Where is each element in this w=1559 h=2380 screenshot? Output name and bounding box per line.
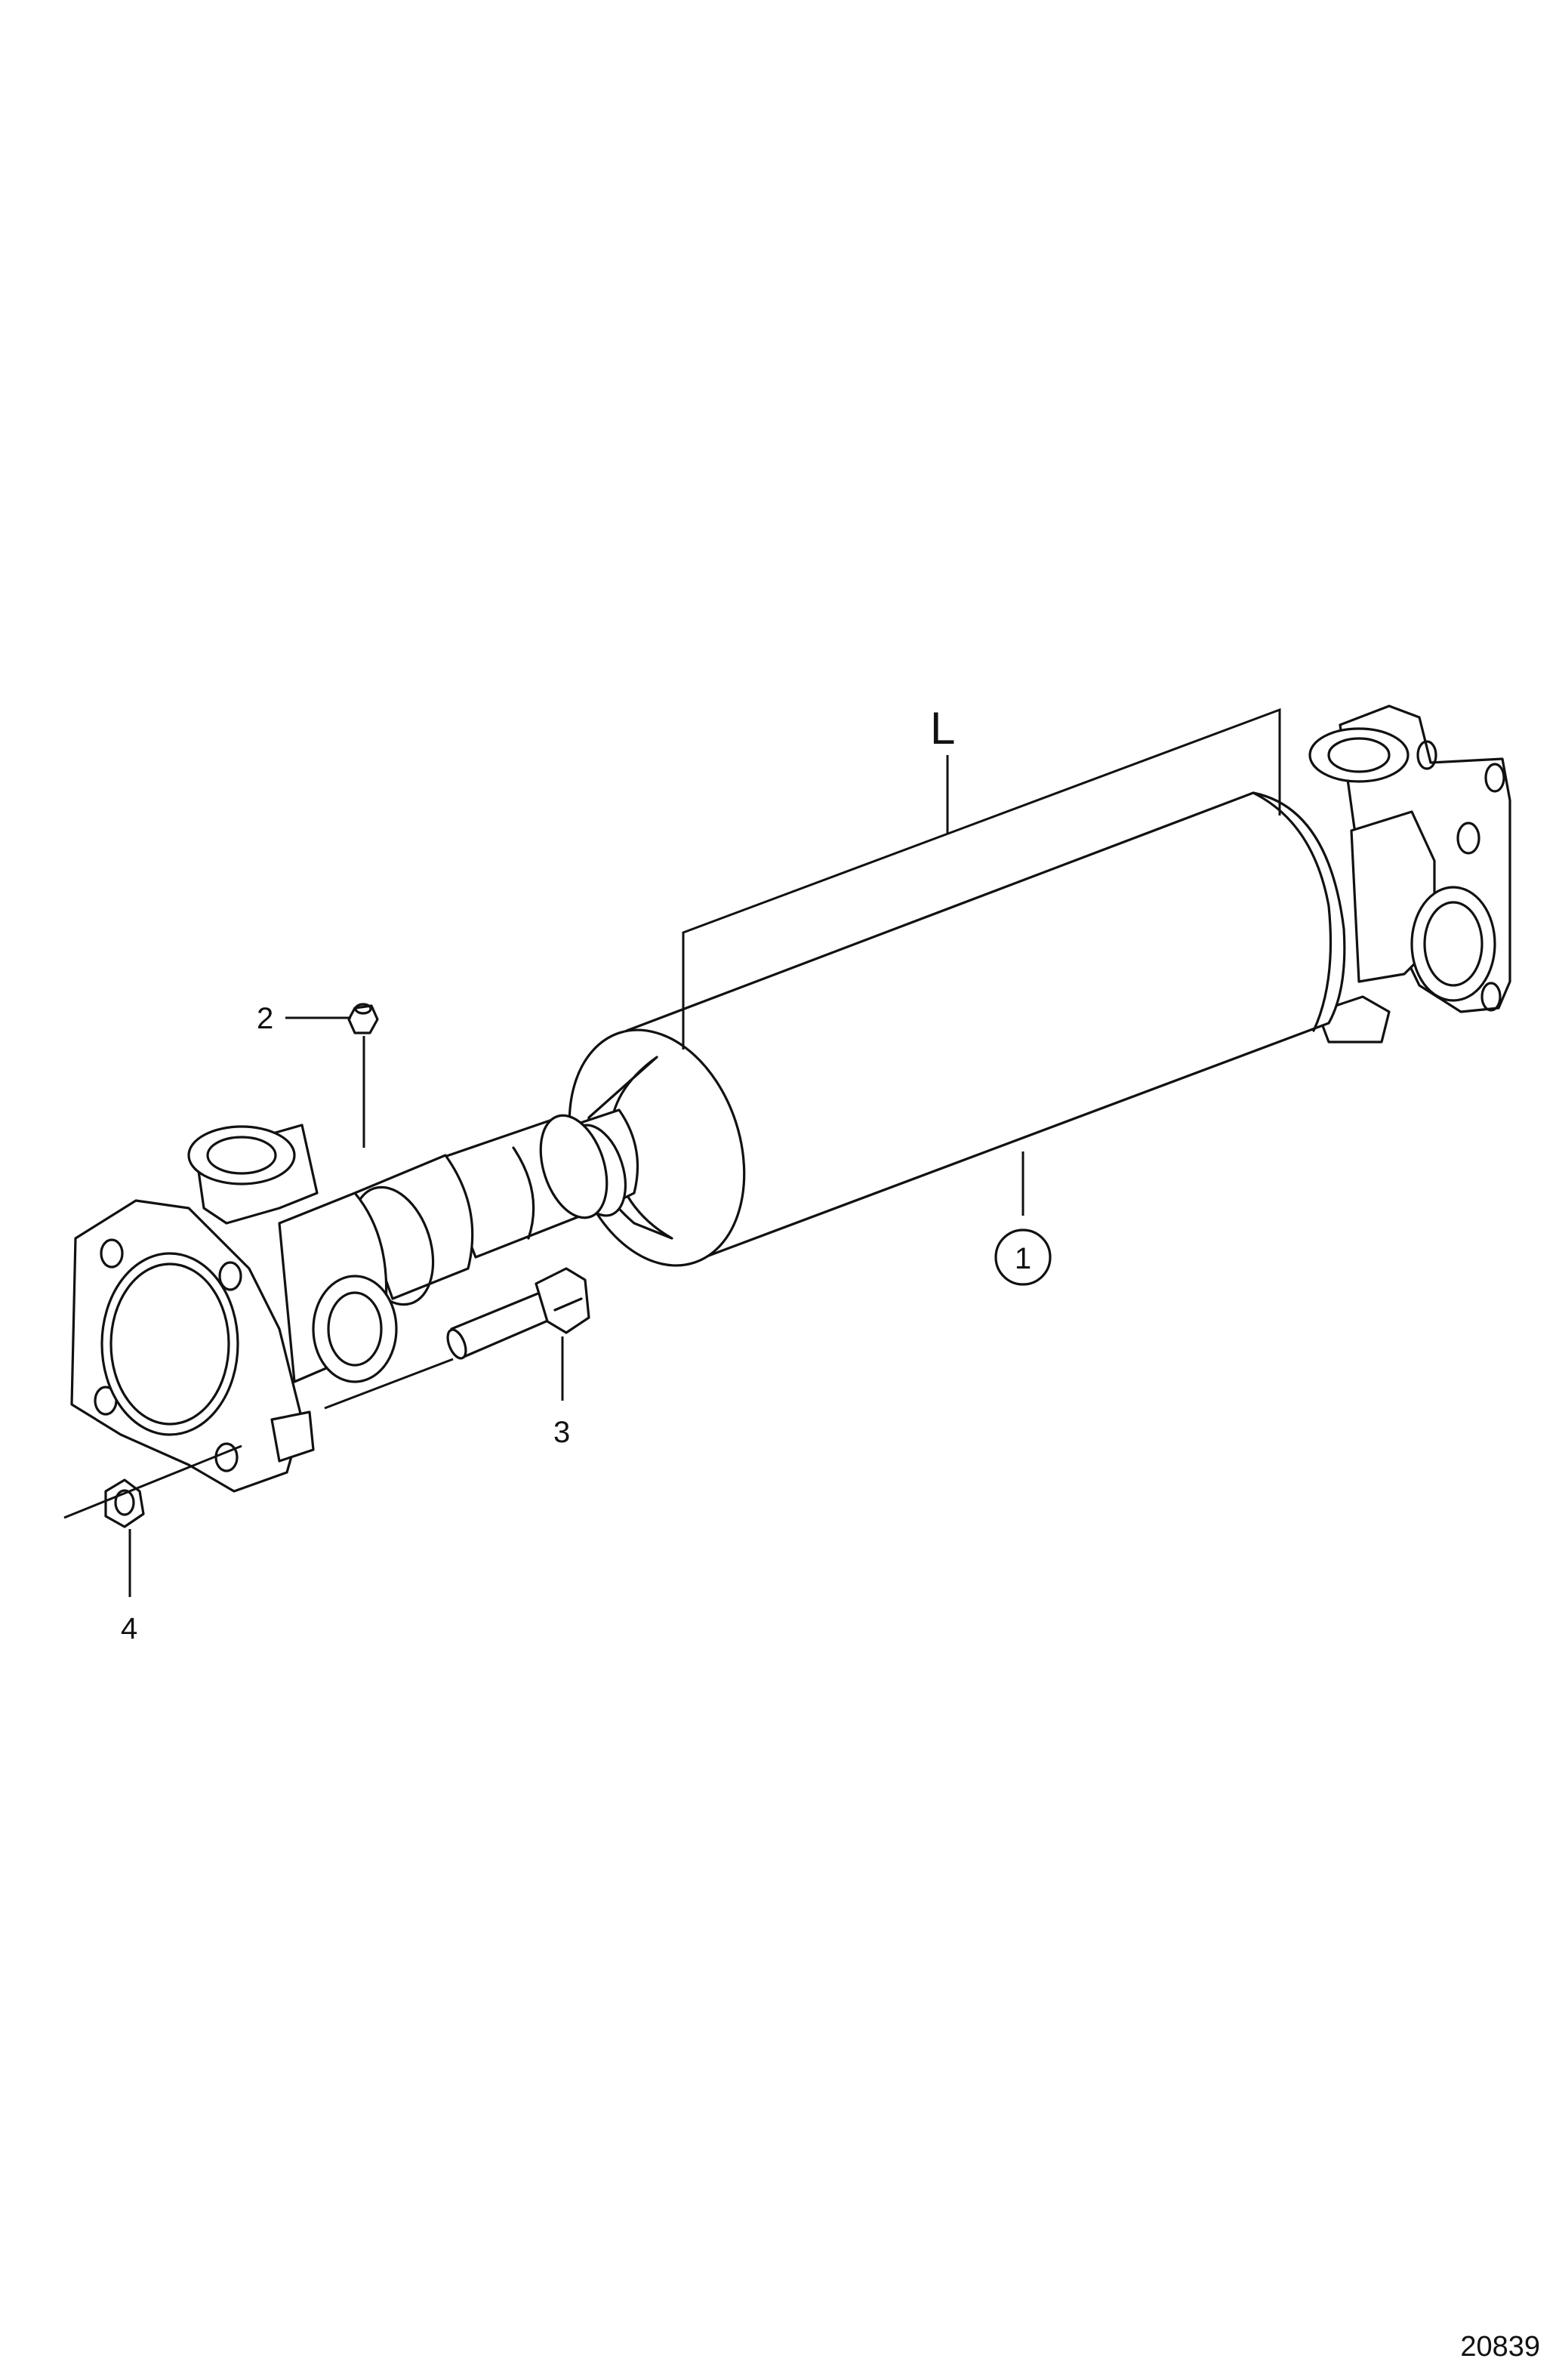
- propeller-shaft-tube: [568, 791, 1346, 1267]
- callout-label-part-3: 3: [553, 1416, 570, 1449]
- bolt-axis-line: [63, 1444, 242, 1519]
- right-universal-joint: [1308, 704, 1511, 1044]
- nut-axis-line: [324, 1358, 454, 1410]
- nut: [104, 1478, 145, 1528]
- callout-label-part-4: 4: [121, 1612, 137, 1645]
- left-universal-joint: [70, 1124, 398, 1493]
- dimension-label-l: L: [930, 703, 955, 754]
- leader-part-2: [285, 1016, 365, 1148]
- bolt: [446, 1267, 590, 1360]
- callout-circle-part-1: [994, 1229, 1052, 1286]
- figure-number: 20839: [1460, 2331, 1540, 2363]
- dimension-l: [682, 708, 1281, 1050]
- grease-nipple: [347, 1003, 379, 1034]
- callout-label-part-2: 2: [257, 1002, 273, 1035]
- callout-label-part-1: 1: [1015, 1242, 1031, 1275]
